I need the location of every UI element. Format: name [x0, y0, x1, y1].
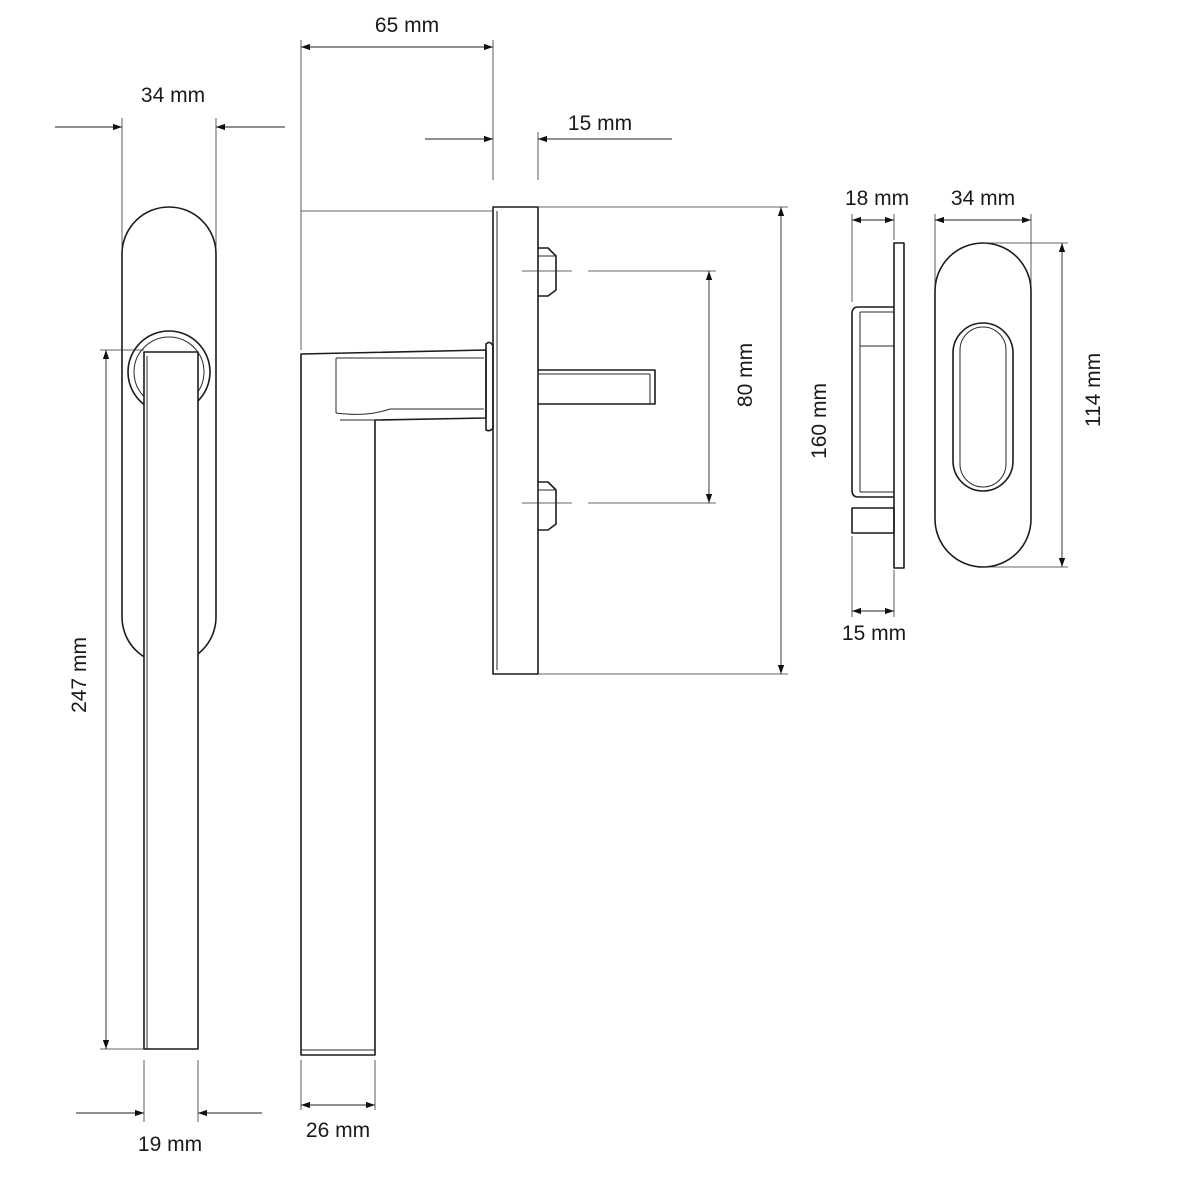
rose-spindle: [851, 507, 895, 534]
dim-rose-depth-label: 18 mm: [845, 187, 909, 210]
side-back-plate: [492, 206, 539, 675]
side-view: 80 mm 160 mm 65 mm 15 mm 26 mm: [300, 14, 831, 1142]
dim-spindle-offset-label: 15 mm: [842, 622, 906, 645]
rose-front-outline: [934, 242, 1032, 568]
dim-lever-width-label: 19 mm: [138, 1133, 202, 1156]
front-escutcheon-outline: [121, 206, 217, 665]
dim-spindle-label: 15 mm: [568, 112, 632, 135]
dim-screw-spacing-label: 80 mm: [734, 343, 757, 407]
side-collar: [485, 341, 494, 432]
side-spindle: [538, 369, 656, 405]
side-lever-hub-curve: [335, 408, 484, 415]
dim-rose-width-label: 34 mm: [951, 187, 1015, 210]
dim-handle-length-label: 247 mm: [68, 637, 91, 713]
rose-front-view: 34 mm 114 mm: [934, 187, 1105, 568]
front-view: 34 mm 247 mm 19 mm: [55, 84, 285, 1156]
dim-lever-depth-label: 26 mm: [306, 1119, 370, 1142]
rose-plate: [893, 242, 905, 569]
dim-front-width-label: 34 mm: [141, 84, 205, 107]
side-screw-boss-bottom: [538, 481, 557, 531]
dim-projection-label: 65 mm: [375, 14, 439, 37]
dim-plate-height-label: 160 mm: [808, 383, 831, 459]
front-lever: [143, 351, 199, 1050]
side-screw-boss-top: [538, 247, 557, 297]
rose-body: [851, 306, 894, 498]
side-lever-outline: [300, 349, 487, 1056]
rose-front-inner-slot: [952, 322, 1014, 492]
rose-side-view: 18 mm 15 mm: [842, 187, 909, 645]
dim-rose-height-label: 114 mm: [1082, 353, 1105, 427]
rose-front-inner-slot-edge: [959, 326, 1007, 488]
